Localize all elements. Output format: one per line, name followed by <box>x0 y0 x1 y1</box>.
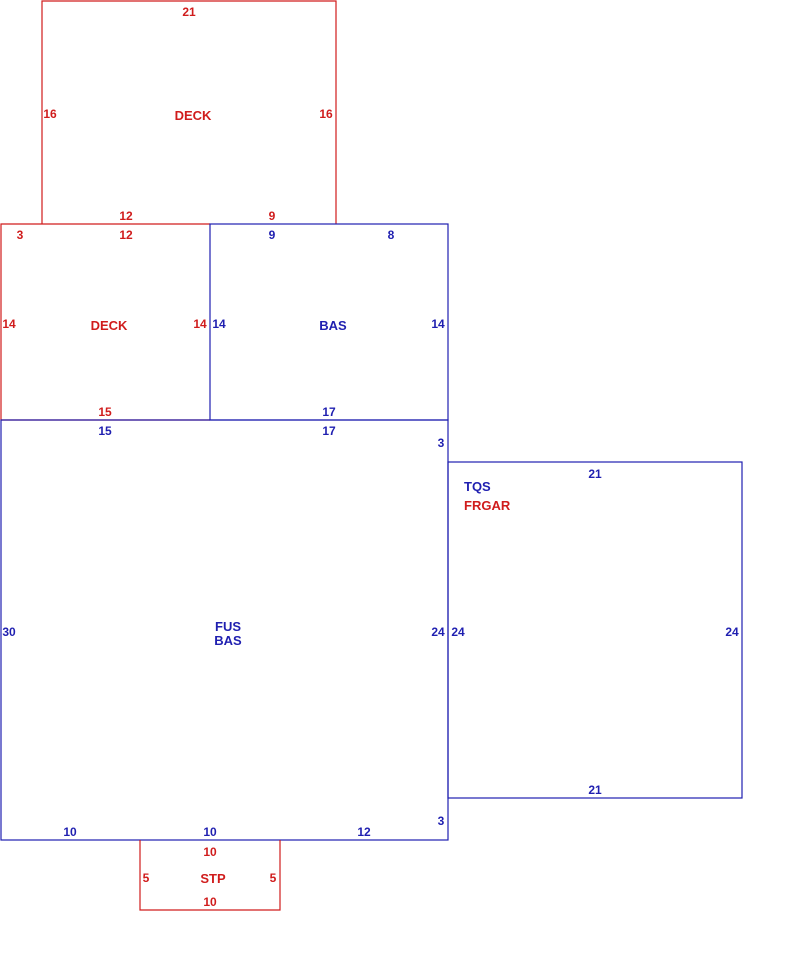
fus-bas-area-label-2: BAS <box>214 633 242 648</box>
deck-upper-right-dim: 16 <box>319 107 333 121</box>
deck-upper-area-label: DECK <box>175 108 212 123</box>
stoop-area-label: STP <box>200 871 226 886</box>
garage-area-label-1: TQS <box>464 479 491 494</box>
deck-upper-left-dim: 16 <box>43 107 57 121</box>
stoop-top-dim: 10 <box>203 845 217 859</box>
bas-small-bottom-dim: 17 <box>322 405 336 419</box>
deck-upper-outline <box>41 0 337 224</box>
bas-small-top-left-dim: 9 <box>269 228 276 242</box>
stoop-right-dim: 5 <box>270 871 277 885</box>
fus-bas-top-left-dim: 15 <box>98 424 112 438</box>
garage-bottom-dim: 21 <box>588 783 602 797</box>
bas-small-right-dim: 14 <box>431 317 445 331</box>
deck-upper-bottom-right-dim: 9 <box>269 209 276 223</box>
deck-lower-left-dim: 14 <box>2 317 16 331</box>
bas-small-left-dim: 14 <box>212 317 226 331</box>
stoop-outline <box>139 840 281 911</box>
fus-bas-right-dim: 24 <box>431 625 445 639</box>
fus-bas-right-top-dim: 3 <box>438 436 445 450</box>
deck-lower-right-dim: 14 <box>193 317 207 331</box>
fus-bas-bottom-left-dim: 10 <box>63 825 77 839</box>
garage-right-dim: 24 <box>725 625 739 639</box>
garage-outline <box>447 461 743 799</box>
garage-area-label-2: FRGAR <box>464 498 511 513</box>
fus-bas: 15 17 3 30 24 3 10 10 12 FUS BAS <box>0 419 449 841</box>
deck-lower-corner-dim: 3 <box>17 228 24 242</box>
bas-small-area-label: BAS <box>319 318 347 333</box>
garage: 21 24 24 21 TQS FRGAR <box>447 461 743 799</box>
deck-lower-bottom-dim: 15 <box>98 405 112 419</box>
deck-upper-top-dim: 21 <box>182 5 196 19</box>
deck-lower-top-dim: 12 <box>119 228 133 242</box>
fus-bas-left-dim: 30 <box>2 625 16 639</box>
stoop-bottom-dim: 10 <box>203 895 217 909</box>
deck-upper-bottom-left-dim: 12 <box>119 209 133 223</box>
fus-bas-right-bottom-dim: 3 <box>438 814 445 828</box>
fus-bas-top-right-dim: 17 <box>322 424 336 438</box>
deck-upper: 21 16 16 12 9 DECK <box>41 0 337 224</box>
garage-top-dim: 21 <box>588 467 602 481</box>
stoop: 10 5 5 10 STP <box>139 840 281 911</box>
bas-small: 9 8 14 14 17 BAS <box>209 223 449 421</box>
deck-lower-area-label: DECK <box>91 318 128 333</box>
garage-left-dim: 24 <box>451 625 465 639</box>
fus-bas-bottom-right-dim: 12 <box>357 825 371 839</box>
fus-bas-bottom-mid-dim: 10 <box>203 825 217 839</box>
bas-small-top-right-dim: 8 <box>388 228 395 242</box>
deck-lower: 3 12 14 14 15 DECK <box>0 223 210 421</box>
fus-bas-area-label-1: FUS <box>215 619 241 634</box>
stoop-left-dim: 5 <box>143 871 150 885</box>
